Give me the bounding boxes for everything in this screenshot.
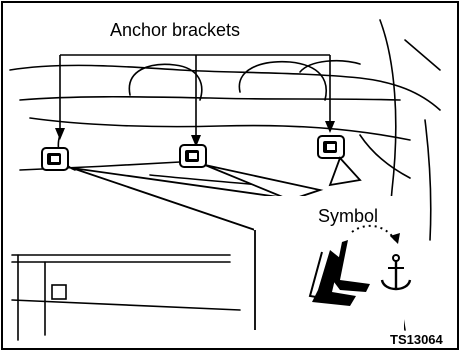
anchor-bracket-icon (318, 136, 344, 158)
symbol-label: Symbol (318, 206, 378, 226)
anchor-bracket-icon (42, 148, 68, 170)
anchor-bracket-icon (180, 145, 206, 167)
anchor-brackets-label: Anchor brackets (110, 20, 240, 40)
figure-code: TS13064 (390, 332, 444, 347)
